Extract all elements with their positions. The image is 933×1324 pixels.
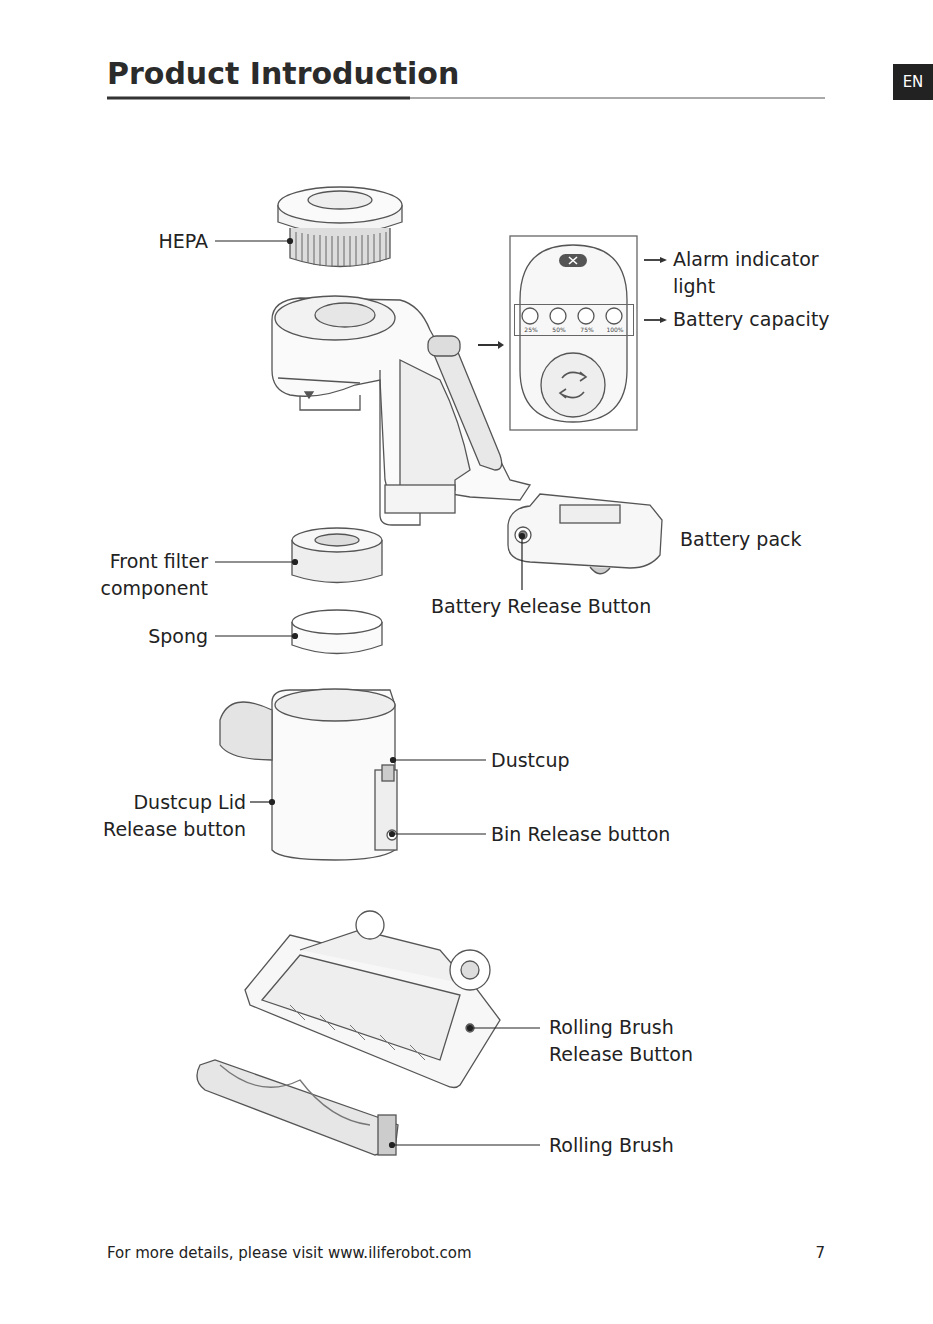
leader-arrows [644, 257, 667, 323]
hepa-filter [278, 187, 402, 267]
part-label: Front filter component [88, 548, 208, 602]
rolling-brush [197, 1060, 398, 1155]
dustcup [220, 689, 397, 860]
page-title: Product Introduction [107, 56, 459, 91]
language-tab: EN [893, 64, 933, 100]
capacity-strip: 25% 50% 75% 100% [514, 304, 634, 336]
node-text: 100% [605, 326, 625, 333]
node-text: 25% [521, 326, 541, 333]
part-label: Battery Release Button [431, 593, 691, 620]
page-number: 7 [780, 1243, 825, 1263]
part-label: Spong [100, 623, 208, 650]
part-label: HEPA [100, 228, 208, 255]
part-label: Rolling Brush Release Button [549, 1014, 709, 1068]
part-label: Battery pack [680, 526, 830, 553]
part-label: Bin Release button [491, 821, 711, 848]
node-text: 75% [577, 326, 597, 333]
title-rule [107, 97, 825, 98]
front-filter [292, 528, 382, 583]
node-text: EN [893, 73, 933, 91]
floor-head [245, 911, 500, 1088]
part-label: Rolling Brush [549, 1132, 709, 1159]
part-label: Dustcup [491, 747, 611, 774]
control-panel [510, 236, 637, 430]
part-label: Battery capacity [673, 306, 853, 333]
node-text: 50% [549, 326, 569, 333]
leader-lines [215, 239, 540, 1148]
footer-note: For more details, please visit www.ilife… [107, 1243, 527, 1263]
part-label: Alarm indicator light [673, 246, 833, 300]
battery-pack [508, 494, 662, 574]
sponge [292, 610, 382, 654]
vacuum-body [272, 296, 530, 525]
part-label: Dustcup Lid Release button [96, 789, 246, 843]
